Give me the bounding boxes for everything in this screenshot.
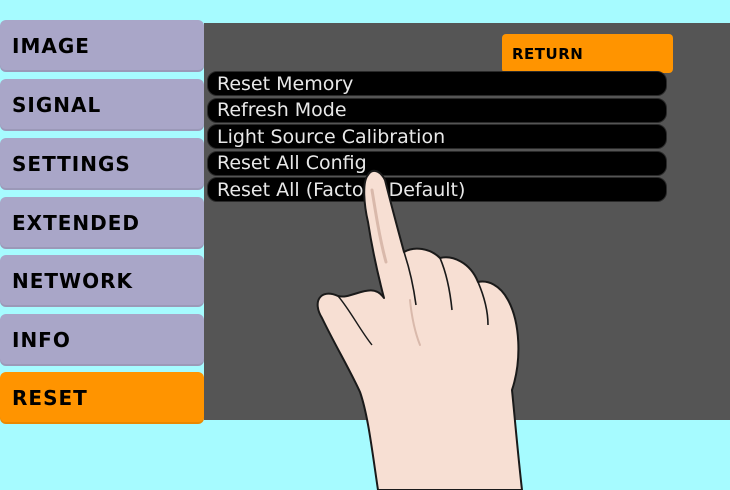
menu-item-label: Reset Memory bbox=[217, 72, 354, 95]
menu-item-label: Reset All Config bbox=[217, 152, 367, 175]
return-button-label: RETURN bbox=[512, 44, 584, 63]
menu-item-reset-memory[interactable]: Reset Memory bbox=[207, 71, 667, 96]
reset-menu-list: Reset Memory Refresh Mode Light Source C… bbox=[207, 71, 667, 204]
sidebar-item-label: NETWORK bbox=[12, 269, 134, 293]
menu-item-label: Reset All (Factory Default) bbox=[217, 178, 466, 201]
sidebar-item-image[interactable]: IMAGE bbox=[0, 20, 204, 72]
sidebar-item-label: SETTINGS bbox=[12, 152, 131, 176]
menu-item-reset-all-factory-default[interactable]: Reset All (Factory Default) bbox=[207, 177, 667, 203]
sidebar-item-network[interactable]: NETWORK bbox=[0, 255, 204, 307]
sidebar-item-label: SIGNAL bbox=[12, 93, 102, 117]
sidebar-item-label: RESET bbox=[12, 386, 88, 410]
sidebar-item-label: IMAGE bbox=[12, 34, 90, 58]
sidebar-item-label: INFO bbox=[12, 328, 71, 352]
sidebar-item-signal[interactable]: SIGNAL bbox=[0, 79, 204, 131]
sidebar-item-extended[interactable]: EXTENDED bbox=[0, 197, 204, 249]
sidebar-item-reset[interactable]: RESET bbox=[0, 372, 204, 424]
sidebar-item-settings[interactable]: SETTINGS bbox=[0, 138, 204, 190]
menu-item-label: Light Source Calibration bbox=[217, 125, 446, 148]
sidebar-item-label: EXTENDED bbox=[12, 211, 140, 235]
menu-item-label: Refresh Mode bbox=[217, 99, 347, 122]
menu-item-light-source-calibration[interactable]: Light Source Calibration bbox=[207, 124, 667, 150]
menu-item-refresh-mode[interactable]: Refresh Mode bbox=[207, 97, 667, 123]
sidebar-item-info[interactable]: INFO bbox=[0, 314, 204, 366]
menu-item-reset-all-config[interactable]: Reset All Config bbox=[207, 150, 667, 176]
return-button[interactable]: RETURN bbox=[502, 34, 673, 73]
